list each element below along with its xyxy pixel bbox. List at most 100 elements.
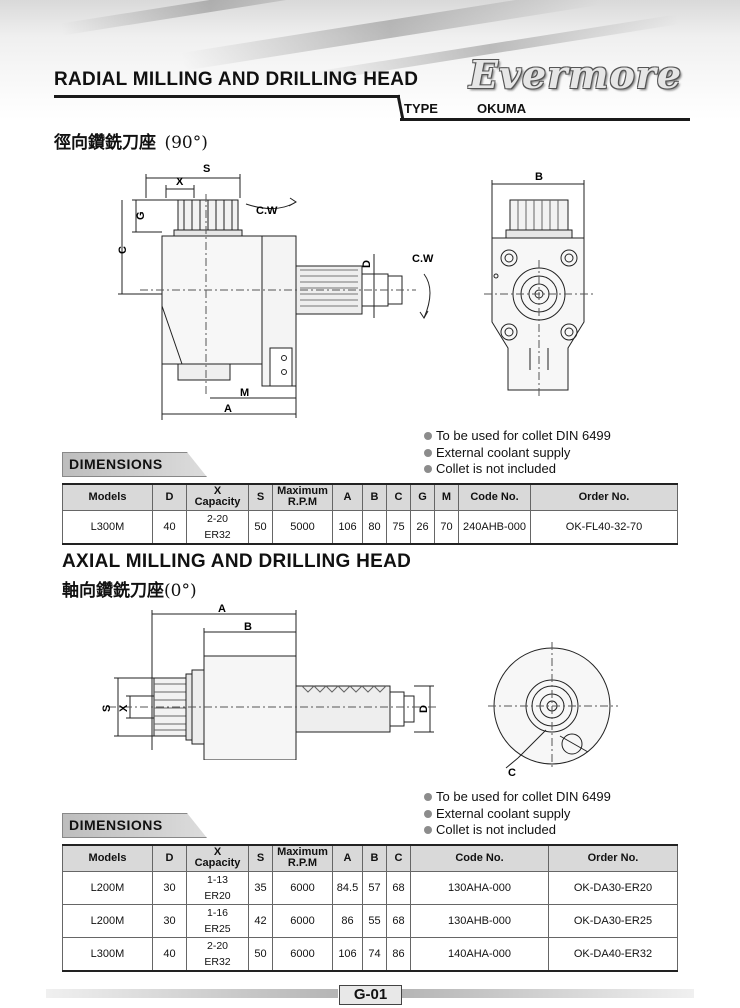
axial-dim-b-label: B [244,621,252,633]
note-item: Collet is not included [424,461,611,478]
cell-cap-collet: ER20 [204,889,231,902]
cell-a: 84.5 [332,870,363,905]
cell-b: 80 [362,509,387,545]
dimensions-label: DIMENSIONS [69,456,163,472]
cell-rpm: 6000 [272,903,333,938]
dim-s-label: S [203,163,210,175]
th-a: A [332,844,363,872]
th-rpm-line2: R.P.M [287,857,318,870]
cell-order: OK-DA40-ER32 [548,936,678,972]
cell-code: 130AHA-000 [410,870,549,905]
th-a: A [332,483,363,511]
cell-cap-range: 1-13 [206,873,228,886]
cw-label-2: C.W [412,253,434,265]
th-s: S [248,844,273,872]
cell-d: 40 [152,936,187,972]
th-order: Order No. [530,483,678,511]
th-b: B [362,844,387,872]
cell-c: 75 [386,509,411,545]
note-item: To be used for collet DIN 6499 [424,789,611,806]
footer-bar-right [402,989,694,998]
th-code: Code No. [410,844,549,872]
cell-s: 35 [248,870,273,905]
cell-cap-collet: ER32 [204,528,231,541]
cell-rpm: 6000 [272,936,333,972]
axial-side-drawing: A B S X D [101,603,436,760]
type-value: OKUMA [477,101,527,116]
th-s: S [248,483,273,511]
cell-m: 70 [434,509,459,545]
page-number: G-01 [339,985,402,1005]
th-d: D [152,844,187,872]
dim-c-label: C [117,246,129,254]
dim-b-label: B [535,171,543,183]
cell-code: 240AHB-000 [458,509,531,545]
th-x-line1: X [213,485,222,498]
radial-notes: To be used for collet DIN 6499 External … [424,428,611,478]
dim-g-label: G [135,211,147,220]
subtitle-angle: (90°) [164,133,208,153]
cell-s: 42 [248,903,273,938]
axial-dim-s-label: S [101,705,113,712]
cell-rpm: 5000 [272,509,333,545]
cell-d: 30 [152,903,187,938]
note-item: External coolant supply [424,445,611,462]
header-banner [0,0,740,120]
th-b: B [362,483,387,511]
cell-a: 86 [332,903,363,938]
radial-front-drawing: B [484,171,594,396]
dim-d-label: D [361,260,373,268]
axial-dim-a-label: A [218,603,226,615]
cell-cap-range: 2-20 [206,939,228,952]
dim-a-label: A [224,403,232,415]
axial-subtitle-cn: 軸向鑽銑刀座 [62,581,164,601]
cell-c: 68 [386,903,411,938]
dimensions-label: DIMENSIONS [69,817,163,833]
subtitle-cn: 徑向鑽銑刀座 [54,133,156,153]
th-c: C [386,844,411,872]
type-label: TYPE [404,101,438,116]
cell-cap-range: 2-20 [206,512,228,525]
cell-cap-range: 1-16 [206,906,228,919]
th-order: Order No. [548,844,678,872]
axial-notes: To be used for collet DIN 6499 External … [424,789,611,839]
axial-dimensions-tag: DIMENSIONS [62,813,207,838]
cell-rpm: 6000 [272,870,333,905]
th-rpm-line1: Maximum [277,485,328,498]
note-item: To be used for collet DIN 6499 [424,428,611,445]
radial-dimensions-tag: DIMENSIONS [62,452,207,477]
cell-model: L200M [62,903,153,938]
cell-c: 86 [386,936,411,972]
cell-d: 30 [152,870,187,905]
dim-m-label: M [240,387,249,399]
th-rpm-line2: R.P.M [287,496,318,509]
header-rule [54,95,400,98]
th-x-line1: X [213,846,222,859]
cell-a: 106 [332,936,363,972]
dim-x-label: X [176,176,184,188]
th-d: D [152,483,187,511]
cell-code: 140AHA-000 [410,936,549,972]
cell-model: L300M [62,936,153,972]
page-title: RADIAL MILLING AND DRILLING HEAD [54,69,419,90]
th-m: M [434,483,459,511]
cell-order: OK-FL40-32-70 [530,509,678,545]
cell-b: 55 [362,903,387,938]
th-x-line2: Capacity [194,496,241,509]
axial-dim-x-label: X [118,704,130,712]
cell-b: 74 [362,936,387,972]
cell-c: 68 [386,870,411,905]
axial-front-drawing: C [488,642,618,778]
cell-order: OK-DA30-ER20 [548,870,678,905]
subtitle-radial: 徑向鑽銑刀座 (90°) [54,128,208,153]
cw-label-1: C.W [256,205,278,217]
